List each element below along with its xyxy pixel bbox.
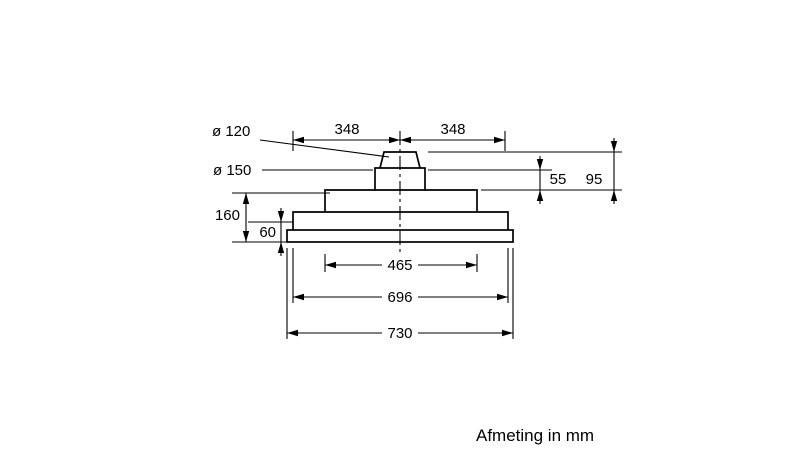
leader-duct-small bbox=[259, 139, 390, 158]
label-height-left-inner: 60 bbox=[259, 224, 276, 241]
label-duct-large: ø 150 bbox=[213, 162, 251, 179]
label-width-body: 696 bbox=[387, 289, 412, 306]
label-top-width-right: 348 bbox=[440, 121, 465, 138]
dim-right-heights: 55 95 bbox=[428, 138, 622, 204]
label-width-total: 730 bbox=[387, 325, 412, 342]
label-height-right-inner: 55 bbox=[550, 171, 567, 188]
dim-width-inner: 465 bbox=[324, 254, 478, 274]
dim-width-total: 730 bbox=[286, 248, 514, 342]
step-outline bbox=[324, 189, 478, 212]
dim-left-heights: 160 60 bbox=[215, 192, 330, 256]
dim-width-body: 696 bbox=[292, 248, 509, 306]
dim-top-width: 348 348 bbox=[292, 121, 506, 151]
label-top-width-left: 348 bbox=[334, 121, 359, 138]
label-height-right-outer: 95 bbox=[586, 171, 603, 188]
label-duct-small: ø 120 bbox=[212, 123, 250, 140]
duct-labels: ø 120 ø 150 bbox=[212, 123, 390, 179]
caption-units: Afmeting in mm bbox=[476, 426, 594, 445]
label-height-left-outer: 160 bbox=[215, 207, 240, 224]
label-width-inner: 465 bbox=[387, 257, 412, 274]
